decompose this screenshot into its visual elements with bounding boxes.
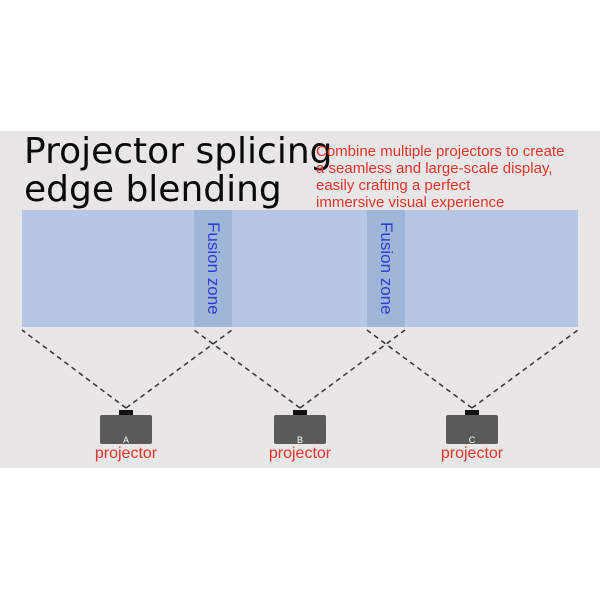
fusion-zone-1 [194,210,232,327]
projector-a-icon: A [100,410,152,445]
projector-letter-b: B [296,435,303,445]
projection-screen [22,210,578,327]
title-line-2: edge blending [24,169,282,210]
fusion-zone-label-2: Fusion zone [377,222,396,315]
projector-b-label: projector [268,445,332,462]
description-line-2: a seamless and large-scale display, [316,160,553,177]
beam-a-right [125,329,233,409]
projector-body [446,415,498,444]
title-line-1: Projector splicing [24,131,333,172]
projector-b-icon: B [274,410,326,445]
description-line-3: easily crafting a perfect [316,177,471,194]
fusion-zone-label-1: Fusion zone [204,222,223,315]
projector-c-label: projector [440,445,504,462]
projector-body [100,415,152,444]
projector-lens [465,410,479,416]
projector-lens [119,410,133,416]
beam-b-right [299,329,406,409]
projector-lens [293,410,307,416]
description-line-4: immersive visual experience [316,194,505,211]
beam-c-left [366,329,473,409]
beam-b-left [193,329,301,409]
beam-a-left [21,329,127,409]
description: Combine multiple projectors to create a … [316,143,596,211]
description-line-1: Combine multiple projectors to create [316,143,565,160]
beam-c-right [471,329,579,409]
projector-letter-c: C [468,435,476,445]
projector-letter-a: A [122,435,129,445]
projector-c-icon: C [446,410,498,445]
projector-a-label: projector [94,445,158,462]
projector-body [274,415,326,444]
fusion-zone-2 [367,210,405,327]
